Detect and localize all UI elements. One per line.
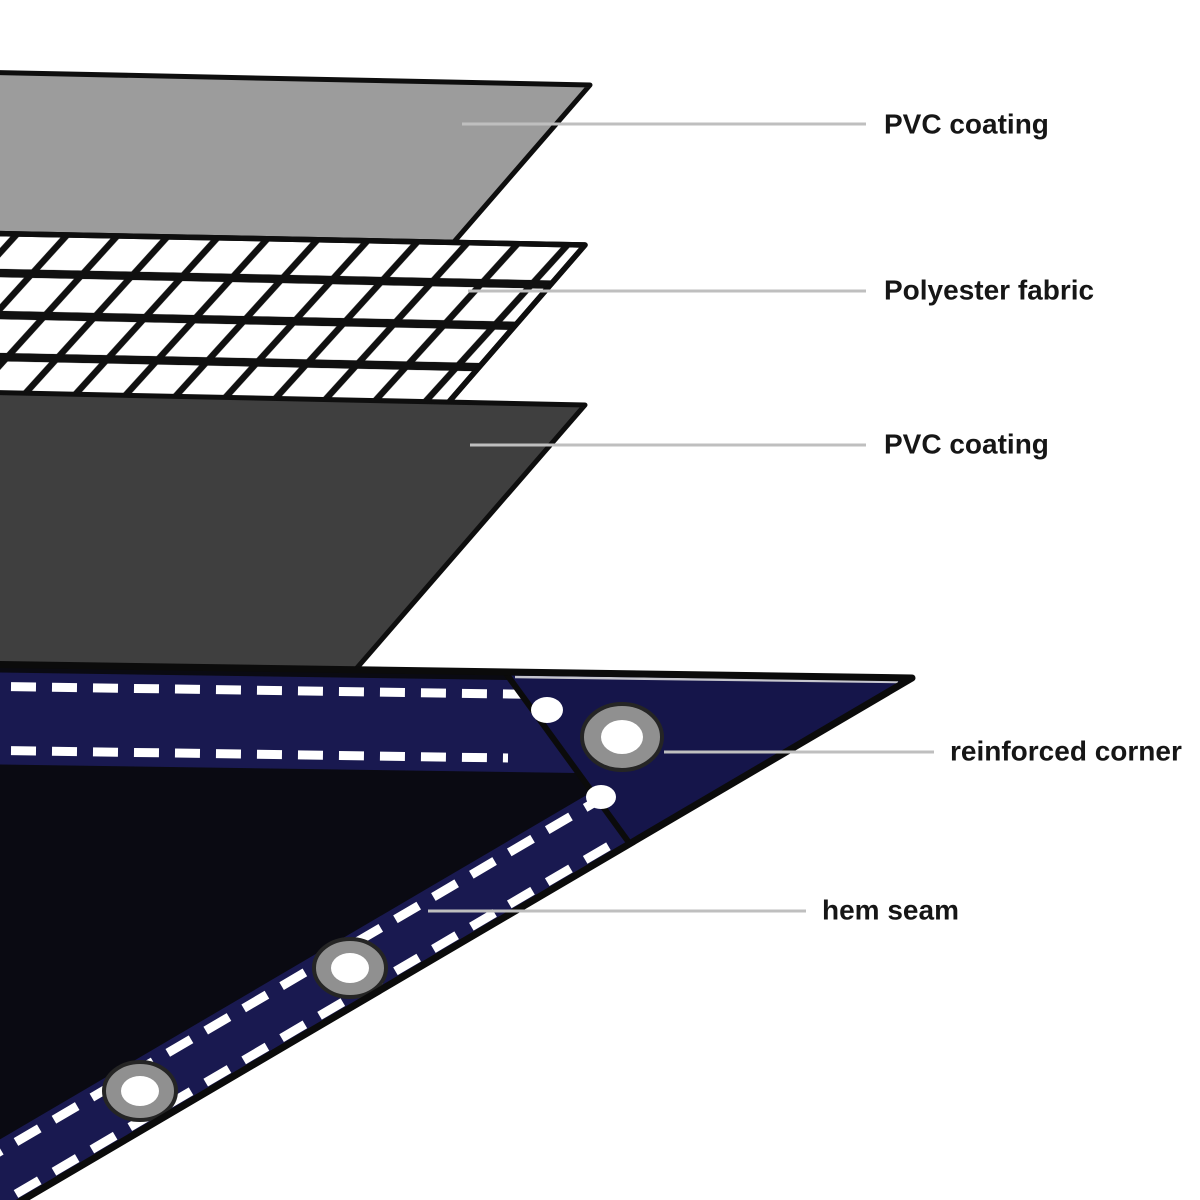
corner-patch-highlight-top — [514, 675, 899, 684]
tarp-outline — [0, 660, 916, 1200]
callout-label-reinforced-corner: reinforced corner — [950, 735, 1182, 767]
callout-label-hem-seam: hem seam — [822, 894, 959, 926]
grommet-2-hole — [121, 1076, 159, 1106]
eyelet-dot-1 — [531, 697, 563, 723]
tarpaulin — [0, 660, 916, 1200]
stitch-line-top-outer — [0, 681, 549, 700]
callout-label-polyester-fabric: Polyester fabric — [884, 274, 1095, 306]
grommet-1-hole — [331, 953, 369, 983]
stitch-line-top-inner — [0, 745, 509, 763]
grommet-corner-hole — [601, 720, 643, 754]
eyelet-dot-2 — [586, 785, 616, 809]
callout-leaders — [428, 122, 934, 913]
callout-label-pvc-bottom: PVC coating — [884, 428, 1049, 460]
callout-label-pvc-top: PVC coating — [884, 108, 1049, 140]
